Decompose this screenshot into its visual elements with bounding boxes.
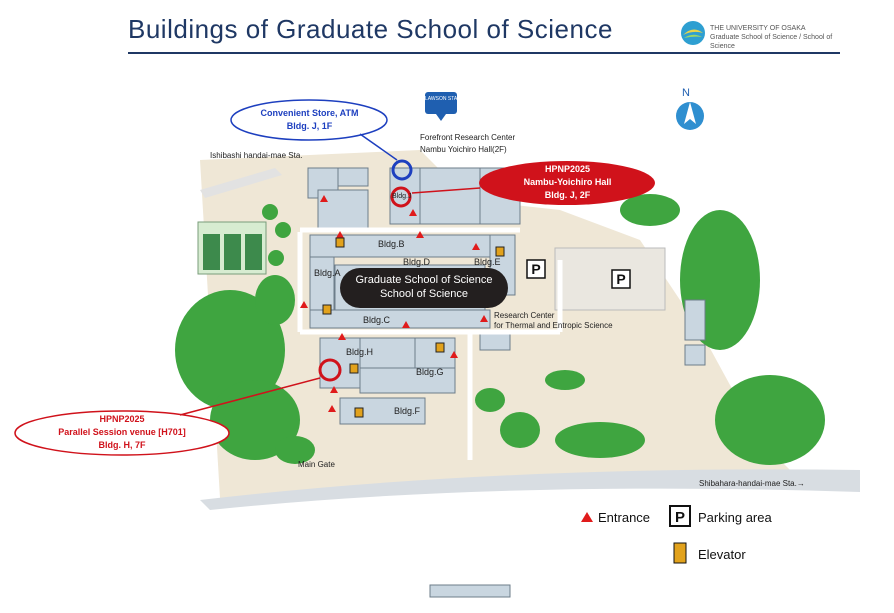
callout-store-line1: Convenient Store, ATM	[260, 108, 359, 118]
bldg-c-label: Bldg.C	[363, 315, 391, 325]
university-logo: THE UNIVERSITY OF OSAKA Graduate School …	[680, 20, 850, 50]
parking-markers	[526, 259, 631, 289]
hall-marker	[390, 186, 412, 208]
session-marker	[318, 358, 342, 382]
logo-line-1: THE UNIVERSITY OF OSAKA	[710, 25, 806, 32]
logo-emblem-icon	[681, 21, 705, 45]
parking-lot-east	[554, 247, 666, 311]
page-title: Buildings of Graduate School of Science	[128, 14, 613, 44]
callout-session-line3: Bldg. H, 7F	[98, 440, 146, 450]
callout-hall-line1: HPNP2025	[544, 164, 591, 174]
research-center-label-2: for Thermal and Entropic Science	[494, 321, 613, 330]
bldg-f-label: Bldg.F	[394, 406, 421, 416]
north-arrow-icon	[676, 102, 704, 130]
shibahara-station-label: Shibahara-handai-mae Sta.→	[699, 479, 805, 488]
school-label-2: School of Science	[379, 288, 469, 300]
road-ishibashi	[200, 168, 282, 198]
frontier-label-2: Nambu Yoichiro Hall(2F)	[420, 145, 507, 154]
bldg-d-label: Bldg.D	[403, 257, 431, 267]
tennis-courts	[197, 221, 267, 275]
callout-session-line1: HPNP2025	[99, 414, 145, 424]
logo-line-2: Graduate School of Science / School of S…	[710, 34, 833, 50]
parking-p-1: P	[531, 261, 541, 277]
main-gate-label: Main Gate	[298, 460, 335, 469]
parking-p-2: P	[616, 271, 626, 287]
main-road	[200, 469, 860, 510]
entrance-markers	[300, 195, 488, 412]
north-label: N	[682, 87, 690, 99]
legend-parking-p: P	[674, 509, 685, 526]
frontier-label-1: Forefront Research Center	[420, 133, 516, 142]
woodland-left	[175, 204, 315, 464]
callout-session-bubble	[14, 410, 230, 456]
legend-parking: Parking area	[698, 510, 772, 525]
bldg-e-label: Bldg.E	[474, 257, 501, 267]
inner-roads	[297, 227, 563, 460]
callout-store-line2: Bldg. J, 1F	[286, 121, 333, 131]
legend-elevator: Elevator	[698, 547, 746, 562]
research-center-label-1: Research Center	[494, 311, 555, 320]
bldg-g-label: Bldg.G	[416, 367, 444, 377]
bldg-a-label: Bldg.A	[314, 268, 341, 278]
callout-hall-line2: Nambu-Yoichiro Hall	[523, 177, 612, 187]
legend-entrance: Entrance	[598, 510, 651, 525]
bldg-b-label: Bldg.B	[378, 239, 405, 249]
school-label-bg	[340, 268, 508, 308]
ishibashi-station-label: Ishibashi handai-mae Sta.	[210, 151, 303, 160]
callout-hall-bubble	[479, 161, 655, 205]
callout-hall-line3: Bldg. J, 2F	[544, 190, 591, 200]
lawson-label: LAWSON STATION	[425, 96, 469, 102]
legend-symbols	[581, 505, 691, 564]
title-rule	[128, 52, 840, 54]
callout-store-bubble	[230, 99, 388, 141]
store-marker	[391, 159, 413, 181]
school-label-1: Graduate School of Science	[355, 274, 493, 286]
lawson-icon	[425, 92, 457, 121]
callout-session-line2: Parallel Session venue [H701]	[58, 427, 186, 437]
bldg-h-label: Bldg.H	[346, 347, 374, 357]
elevator-markers	[322, 237, 505, 418]
bldg-j-label: Bldg.J	[392, 193, 412, 200]
